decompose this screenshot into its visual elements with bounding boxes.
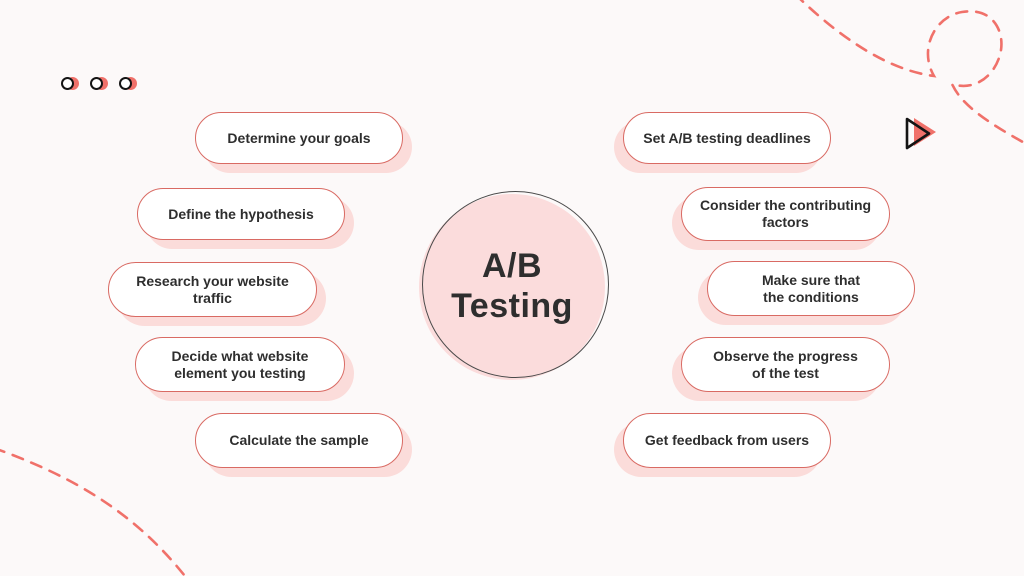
pill-determine-your-goals: Determine your goals xyxy=(195,112,403,164)
pill-label-line: Observe the progress xyxy=(713,347,858,364)
page-title-line1: A/B xyxy=(481,247,543,286)
page-title: A/B Testing xyxy=(419,194,605,380)
dot-ring xyxy=(61,77,74,90)
dot-ring xyxy=(119,77,132,90)
pill-make-sure-conditions: Make sure that the conditions xyxy=(707,261,915,316)
pill-label-line: Consider the contributing xyxy=(699,197,872,214)
dot-icon xyxy=(61,77,79,90)
pill-label-line: Make sure that xyxy=(761,271,861,288)
central-circle-outline xyxy=(422,191,609,378)
pill-label-line: Calculate the sample xyxy=(229,432,369,449)
pill-label-line: Research your website xyxy=(136,272,289,289)
pill-label-line: Determine your goals xyxy=(227,129,371,146)
pill-label-line: Set A/B testing deadlines xyxy=(643,129,811,146)
pill-decide-website-element: Decide what website element you testing xyxy=(135,337,345,392)
pill-label-line: of the test xyxy=(752,364,819,381)
pill-observe-progress: Observe the progress of the test xyxy=(681,337,890,392)
pill-label-line: the conditions xyxy=(763,288,859,305)
play-icon xyxy=(905,117,936,150)
pill-label-line: Decide what website xyxy=(171,347,309,364)
pill-label-line: traffic xyxy=(193,289,232,306)
pill-set-testing-deadlines: Set A/B testing deadlines xyxy=(623,112,831,164)
pill-label-line: factors xyxy=(762,214,809,230)
dot-ring xyxy=(90,77,103,90)
pill-label-line: element you testing xyxy=(174,364,306,381)
dashed-loop-curve-icon xyxy=(799,0,1024,145)
pill-define-the-hypothesis: Define the hypothesis xyxy=(137,188,345,240)
pill-research-website-traffic: Research your website traffic xyxy=(108,262,317,317)
pill-label-line: Define the hypothesis xyxy=(168,205,314,222)
pill-get-feedback: Get feedback from users xyxy=(623,413,831,468)
pill-label-line: Get feedback from users xyxy=(644,432,810,449)
dot-icon xyxy=(119,77,137,90)
page-title-line2: Testing xyxy=(451,287,573,325)
pill-calculate-the-sample: Calculate the sample xyxy=(195,413,403,468)
pill-consider-contributing-factors: Consider the contributing factors xyxy=(681,187,890,241)
dashed-arc-icon xyxy=(0,448,187,576)
dot-icon xyxy=(90,77,108,90)
